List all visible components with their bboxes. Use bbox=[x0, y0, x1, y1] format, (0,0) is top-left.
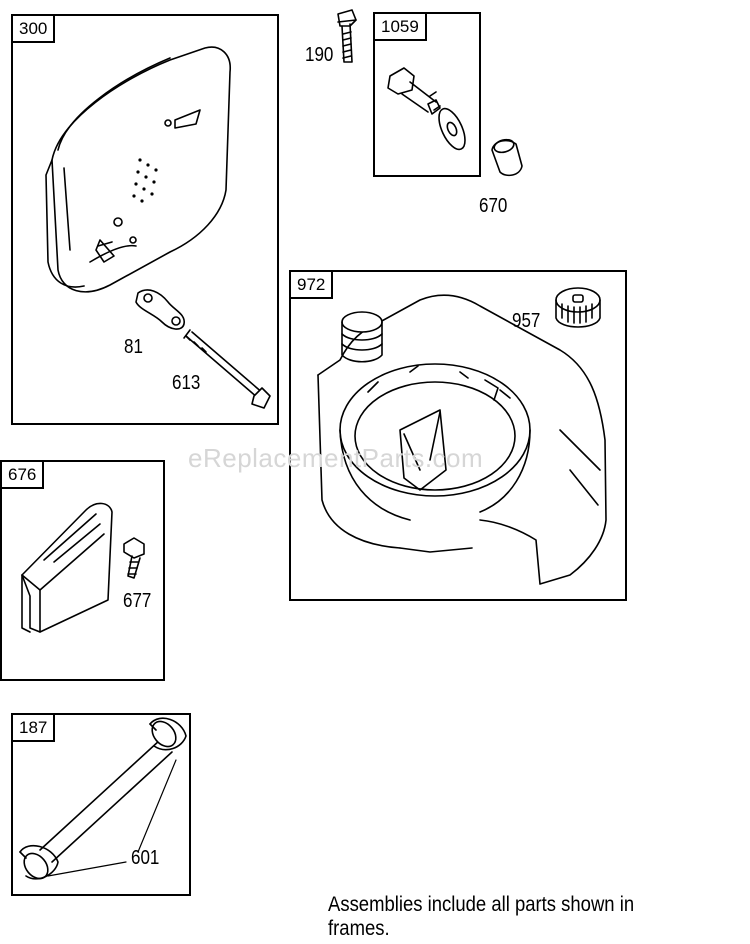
fuel-line-drawing bbox=[19, 717, 187, 880]
frame-tag-972: 972 bbox=[289, 270, 334, 299]
callout-957: 957 bbox=[512, 310, 541, 332]
fuel-tank-drawing bbox=[317, 287, 607, 585]
frame-1059: 1059 bbox=[373, 12, 481, 177]
muffler-drawing bbox=[45, 46, 271, 409]
frame-tag-676: 676 bbox=[0, 460, 45, 489]
callout-601: 601 bbox=[131, 847, 160, 869]
watermark: eReplacementParts.com bbox=[188, 443, 484, 473]
frame-972: 972 bbox=[289, 270, 627, 601]
stud-drawing bbox=[337, 9, 357, 63]
frame-tag-300: 300 bbox=[11, 14, 56, 43]
callout-677: 677 bbox=[123, 590, 152, 612]
frame-300: 300 bbox=[11, 14, 279, 425]
callout-670: 670 bbox=[479, 195, 508, 217]
shield-drawing bbox=[21, 502, 145, 633]
frame-187: 187 bbox=[11, 713, 191, 896]
frame-tag-1059: 1059 bbox=[373, 12, 427, 41]
bolt-washer-drawing bbox=[387, 67, 523, 177]
callout-613: 613 bbox=[172, 372, 201, 394]
callout-81: 81 bbox=[124, 336, 143, 358]
frame-676: 676 bbox=[0, 460, 165, 681]
frame-tag-187: 187 bbox=[11, 713, 56, 742]
footer-note: Assemblies include all parts shown in fr… bbox=[328, 893, 635, 940]
callout-190: 190 bbox=[305, 44, 334, 66]
